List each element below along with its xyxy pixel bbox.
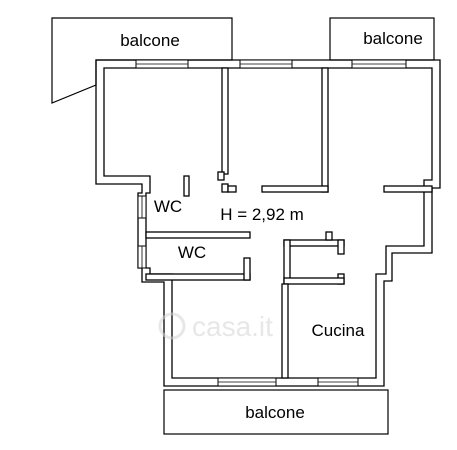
balcony-top-left-label: balcone	[120, 31, 180, 50]
balcony-top-right-label: balcone	[363, 29, 423, 48]
wc-upper-label: WC	[154, 197, 182, 216]
watermark-text: casa.it	[192, 311, 273, 342]
bottom-windows	[217, 377, 359, 387]
watermark-logo-icon	[158, 312, 186, 340]
top-windows	[135, 59, 407, 69]
balcony-top-right	[329, 17, 435, 61]
interior-walls	[145, 67, 433, 379]
watermark: casa.it	[158, 311, 273, 342]
balcony-bottom-label: balcone	[245, 403, 305, 422]
wc-lower-label: WC	[178, 243, 206, 262]
kitchen-label: Cucina	[312, 321, 365, 340]
balcony-bottom	[163, 389, 389, 435]
ceiling-height-label: H = 2,92 m	[220, 205, 304, 224]
side-windows	[137, 195, 147, 269]
